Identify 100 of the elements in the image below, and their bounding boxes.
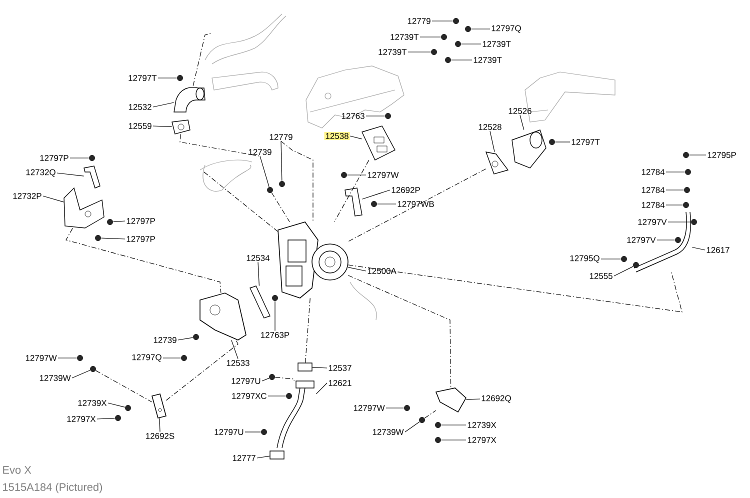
assembly-line (192, 32, 212, 86)
bolt-icon (90, 366, 96, 372)
callout-number: 12532 (128, 104, 152, 110)
callout-number: 12732Q (26, 169, 56, 177)
callout-number: 12621 (328, 380, 352, 386)
callout-number: 12797X (468, 437, 496, 443)
callout-number: 12779 (408, 18, 430, 24)
leader-line (159, 418, 160, 432)
leader-line (348, 267, 366, 272)
assembly-line (348, 264, 682, 312)
assembly-line (180, 134, 260, 156)
bolt-icon (404, 405, 410, 411)
bolt-icon (77, 355, 83, 361)
leader-line (614, 266, 634, 276)
leader-line (96, 418, 116, 420)
bolt-icon (115, 415, 121, 421)
bolt-icon (193, 334, 199, 340)
leader-line (600, 258, 622, 260)
callout-number: 12797W (368, 172, 399, 178)
callout-number: 12797X (67, 416, 96, 422)
note-text: 1515A184 (Pictured) (3, 482, 102, 494)
assembly-line (204, 172, 278, 232)
callout-number: 12555 (590, 273, 612, 279)
leader-line (420, 36, 442, 38)
callout-number: 12533 (226, 360, 250, 366)
bolt-icon (419, 417, 425, 423)
leader-line (256, 456, 270, 458)
bolt-icon (371, 201, 377, 207)
bolt-icon (441, 34, 447, 40)
part-drawing (172, 120, 190, 134)
bolt-icon (435, 437, 441, 443)
part-drawing (200, 292, 246, 340)
callout-number: 12559 (128, 123, 152, 129)
callout-number: 12617 (706, 247, 730, 253)
leader-line (231, 340, 238, 360)
callout-number: 12538 (324, 132, 350, 140)
assembly-line (96, 370, 152, 402)
callout-number: 12739 (248, 149, 272, 155)
leader-line (280, 140, 282, 182)
leader-line (152, 126, 172, 127)
bolt-icon (272, 295, 278, 301)
leader-line (404, 422, 420, 432)
callout-number: 12797P (126, 236, 155, 242)
leader-line (108, 402, 126, 408)
assembly-line (334, 160, 370, 222)
callout-number: 12692S (146, 433, 174, 439)
callout-number: 12797XC (232, 393, 266, 399)
part-drawing (362, 126, 396, 160)
callout-number: 12795Q (570, 255, 600, 263)
bolt-icon (269, 374, 275, 380)
leader-line (72, 370, 90, 378)
callout-number: 12526 (508, 108, 532, 114)
leader-line (274, 300, 276, 332)
part-drawing (276, 380, 314, 448)
leader-line (346, 174, 366, 176)
callout-number: 12797W (26, 355, 57, 361)
leader-line (316, 382, 328, 394)
callout-number: 12784 (642, 202, 665, 208)
callout-number: 12763P (261, 332, 290, 338)
part-drawing (174, 87, 206, 112)
assembly-line (348, 275, 452, 388)
leader-line (466, 398, 480, 400)
leader-line (470, 28, 490, 30)
leader-line (260, 156, 270, 188)
callout-number: 12797W (354, 405, 385, 411)
bolt-icon (125, 405, 131, 411)
bolt-icon (435, 422, 441, 428)
part-drawing (250, 286, 270, 318)
callout-number: 12797P (40, 155, 68, 161)
part-drawing (512, 130, 546, 168)
callout-number: 12779 (270, 134, 292, 140)
bolt-icon (177, 75, 183, 81)
callout-number: 12692P (392, 187, 420, 193)
leader-line (42, 196, 64, 202)
leader-line (312, 367, 328, 368)
leader-line (432, 20, 454, 22)
part-drawing (84, 166, 100, 188)
bolt-icon (431, 49, 437, 55)
callout-number: 12739 (154, 337, 176, 343)
callout-number: 12797T (572, 139, 600, 145)
bolt-icon (341, 172, 347, 178)
callout-number: 12732P (13, 193, 42, 199)
callout-number: 12739X (78, 400, 107, 406)
callout-number: 12739T (482, 41, 511, 47)
callout-number: 12797U (232, 378, 260, 384)
bolt-icon (385, 113, 391, 119)
bolt-icon (95, 235, 101, 241)
assembly-line (280, 140, 314, 222)
callout-number: 12763 (342, 113, 364, 119)
leader-line (112, 220, 126, 222)
callout-number: 12797U (214, 429, 244, 435)
leader-line (258, 262, 260, 286)
assembly-line (305, 298, 310, 363)
bolt-icon (89, 155, 95, 161)
bolt-icon (685, 169, 691, 175)
leader-line (440, 424, 466, 426)
leader-line (350, 136, 362, 140)
leader-line (178, 337, 194, 340)
bolt-icon (445, 57, 451, 63)
callout-number: 12739T (378, 49, 407, 55)
